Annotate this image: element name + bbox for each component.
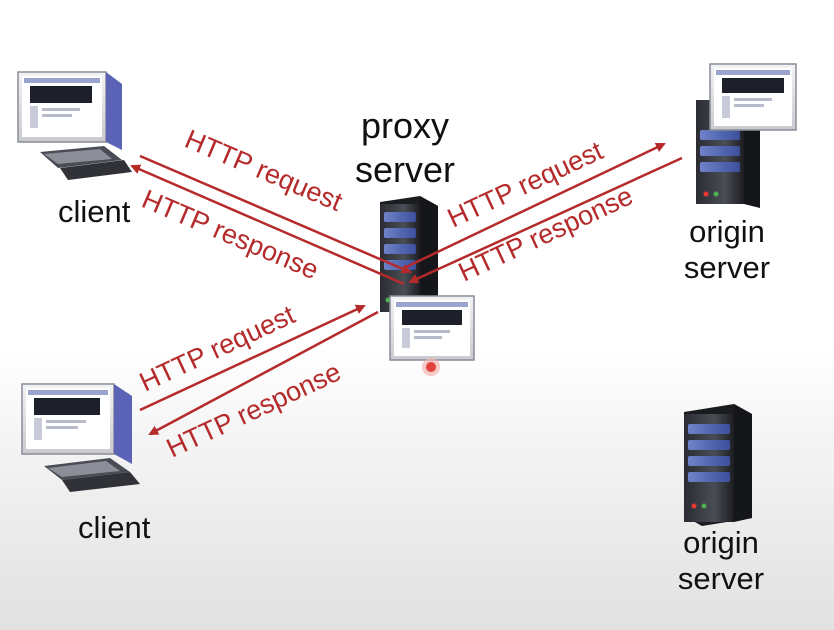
proxy-server-label-line2: server	[354, 149, 456, 190]
arrow-left-bottom-request	[139, 304, 366, 412]
cursor-indicator	[422, 358, 440, 376]
client-top-label: client	[58, 194, 131, 229]
arrow-right-request	[403, 142, 666, 270]
client-bottom-computer	[21, 383, 140, 492]
arrow-left-top-response	[130, 164, 405, 286]
proxy-cached-page	[389, 295, 475, 361]
origin-server-top-label-line1: origin	[689, 214, 765, 249]
origin-server-bottom-label-line1: origin	[683, 525, 759, 560]
arrow-right-response	[408, 156, 683, 284]
label-left-top-request: HTTP request	[181, 124, 347, 217]
client-top-computer	[17, 71, 132, 180]
arrow-left-top-request	[139, 154, 412, 274]
origin-server-top-label-line2: server	[683, 250, 771, 285]
origin-server-bottom-tower	[684, 404, 752, 526]
origin-server-top-page	[709, 63, 797, 131]
proxy-server-label: proxy server	[340, 104, 470, 192]
origin-server-top-label: origin server	[672, 214, 782, 286]
proxy-server-label-line1: proxy	[360, 105, 450, 146]
origin-server-bottom-label: origin server	[666, 525, 776, 597]
arrow-left-bottom-response	[148, 310, 379, 436]
origin-server-bottom-label-line2: server	[677, 561, 765, 596]
client-bottom-label: client	[78, 510, 151, 545]
